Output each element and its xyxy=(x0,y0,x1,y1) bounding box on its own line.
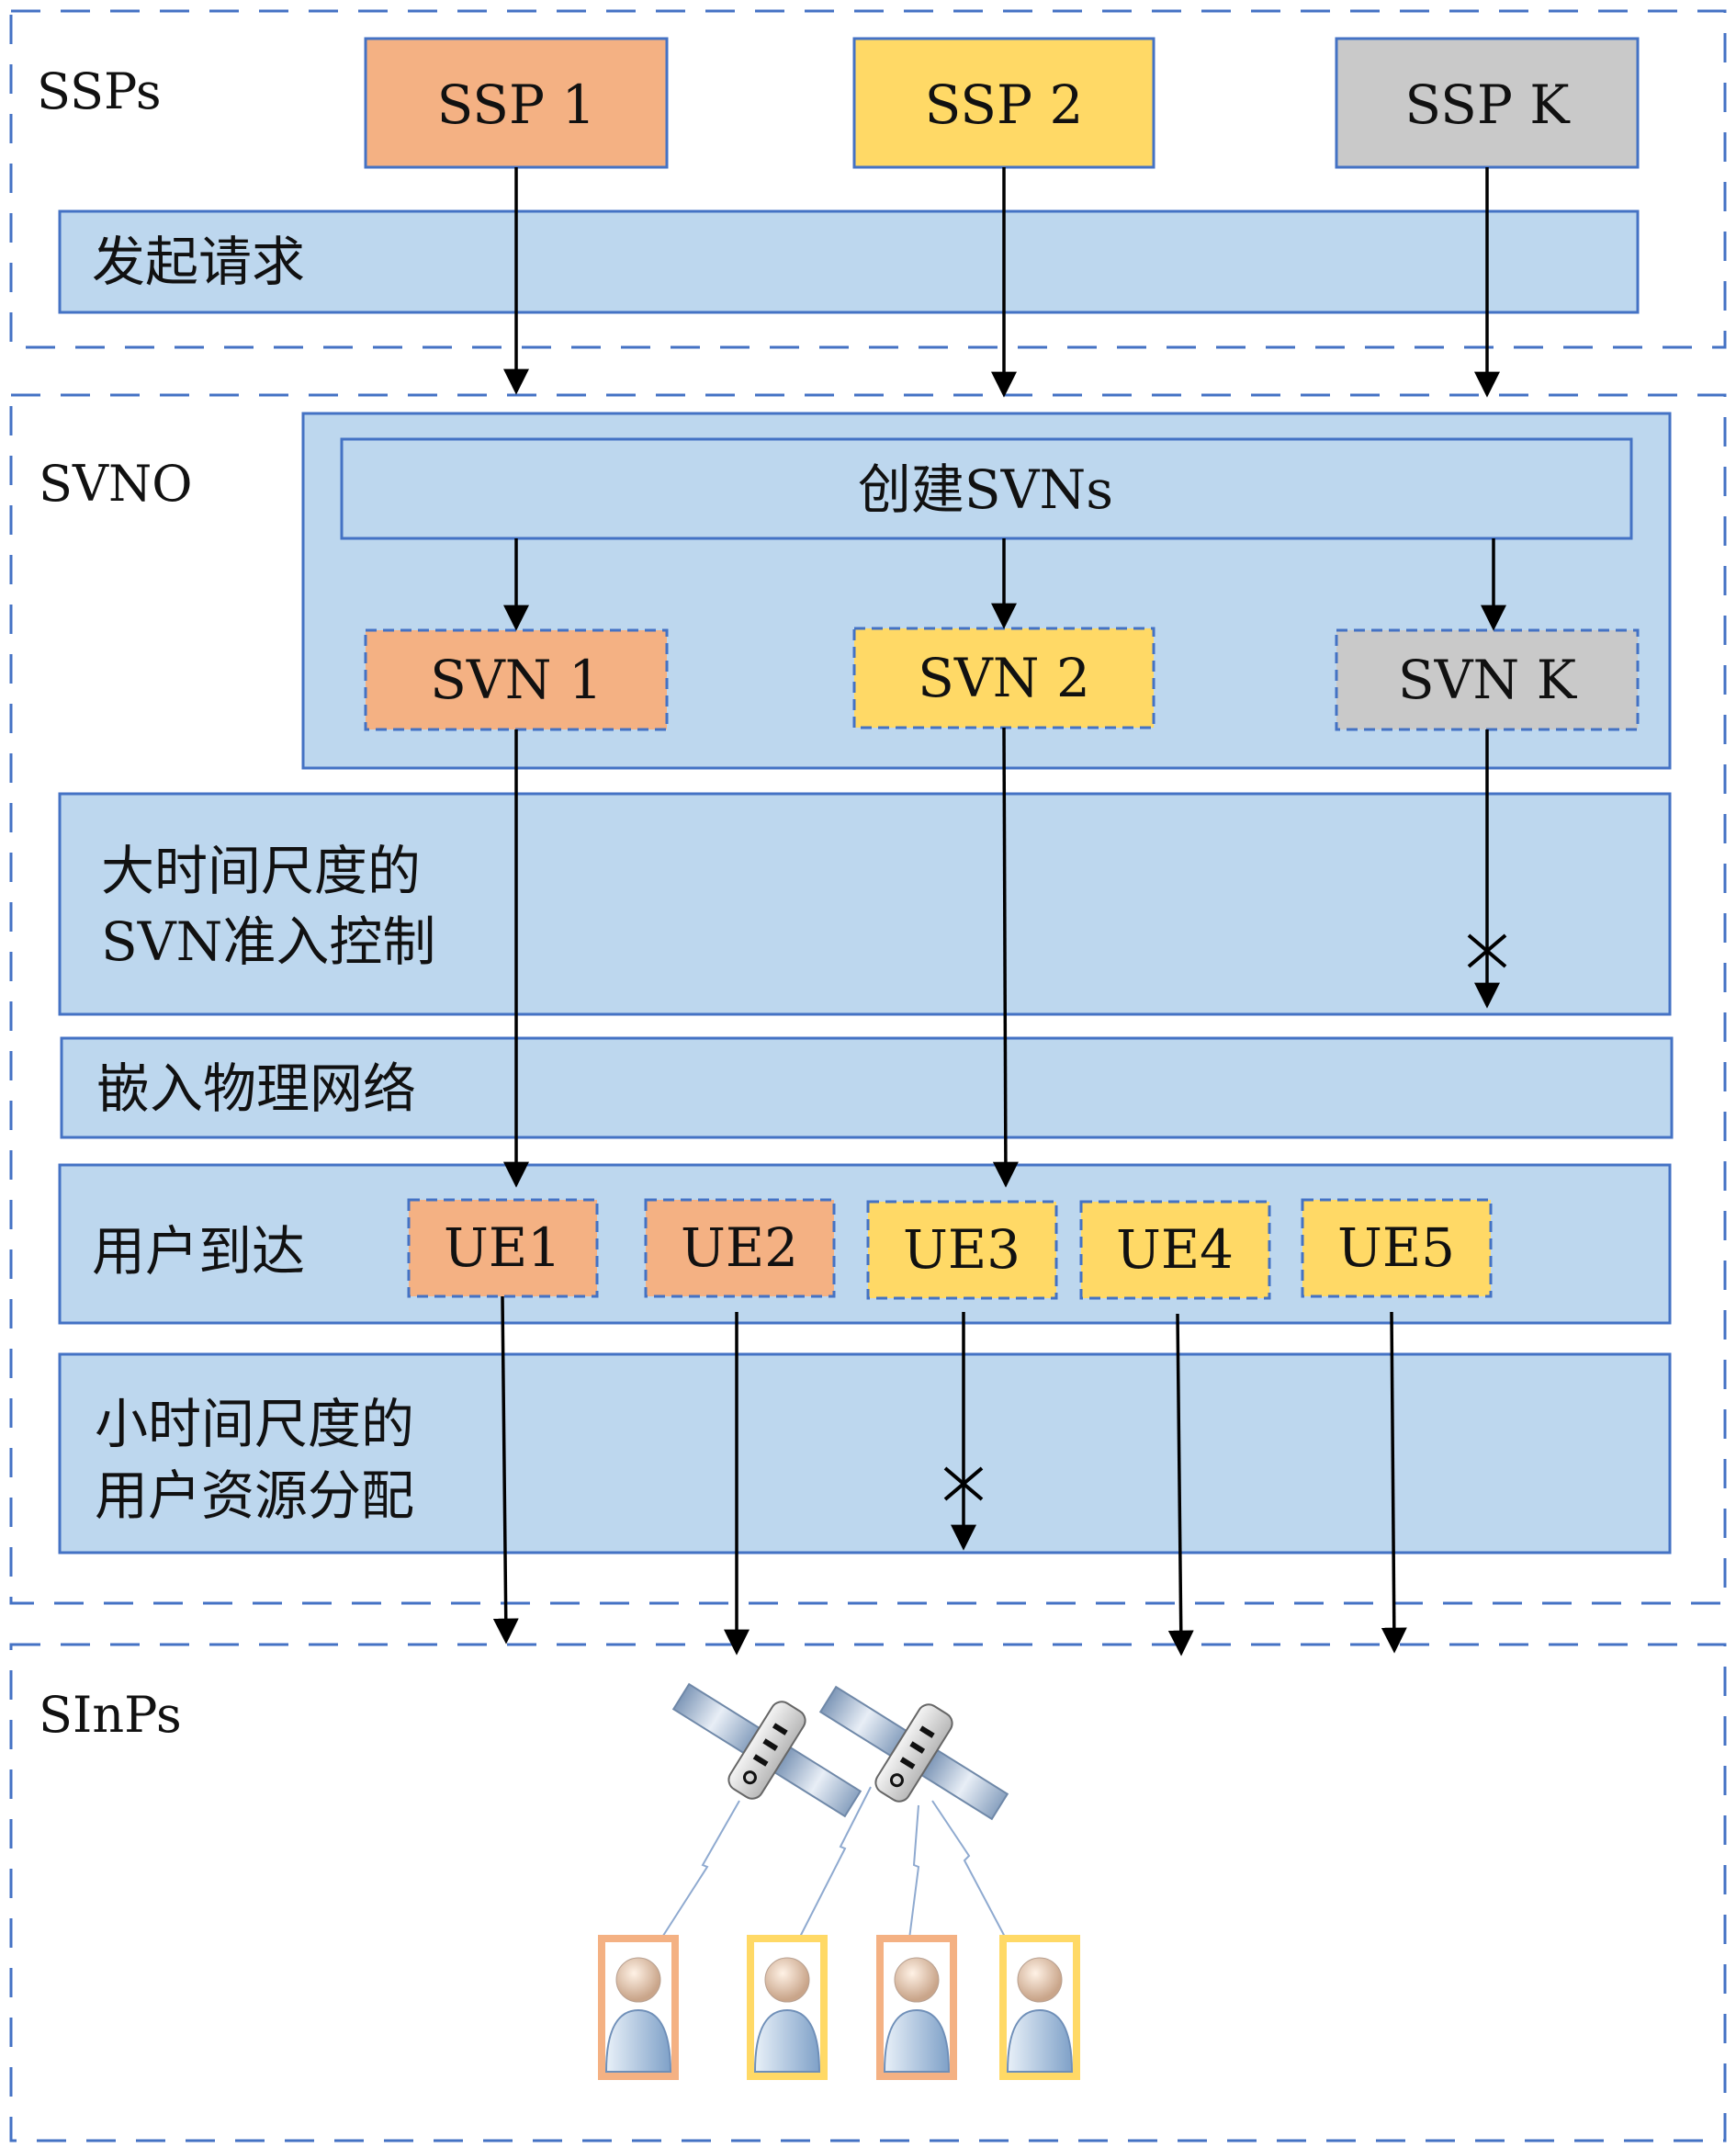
user-icon xyxy=(876,1935,957,2080)
embed-network-bar xyxy=(60,1036,1674,1139)
ue-box-3 xyxy=(866,1200,1058,1300)
ssps-section-label: SSPs xyxy=(37,62,162,120)
rejected-cross-svnk xyxy=(1467,933,1507,968)
ue-box-4 xyxy=(1079,1200,1271,1300)
ue-box-2-label: UE2 xyxy=(681,1216,798,1279)
create-svns-bar xyxy=(340,437,1633,540)
admission-control-label-line1: 大时间尺度的 xyxy=(101,840,421,902)
arrow-ue1-to-sinps xyxy=(492,1295,519,1645)
user-icon xyxy=(999,1935,1080,2080)
resource-allocation-label-line1: 小时间尺度的 xyxy=(95,1393,414,1455)
sinps-section-frame xyxy=(9,1643,1727,2142)
user-icon xyxy=(747,1935,828,2080)
ssp-box-1-label: SSP 1 xyxy=(437,73,596,136)
ue-box-2 xyxy=(644,1198,836,1298)
user-icon xyxy=(598,1935,679,2080)
arrow-svn2-to-ue3 xyxy=(992,727,1019,1188)
resource-allocation-label-line2: 用户资源分配 xyxy=(95,1464,414,1527)
ssps-section-frame xyxy=(9,9,1727,349)
ue-box-3-label: UE3 xyxy=(903,1218,1020,1281)
satellite-icon xyxy=(818,1685,1009,1821)
ue-box-5 xyxy=(1301,1198,1493,1298)
user-arrival-label: 用户到达 xyxy=(92,1220,305,1283)
request-step-label: 发起请求 xyxy=(92,231,305,293)
ue-box-1 xyxy=(407,1198,599,1298)
svn-box-1 xyxy=(364,628,669,731)
sinps-section-label: SInPs xyxy=(39,1686,182,1744)
svn-box-1-label: SVN 1 xyxy=(430,649,603,711)
ssp-box-2-label: SSP 2 xyxy=(925,73,1084,136)
svn-box-k-label: SVN K xyxy=(1398,649,1578,711)
arrow-ue4-to-sinps xyxy=(1167,1313,1194,1656)
embed-network-label: 嵌入物理网络 xyxy=(96,1057,416,1120)
svn-box-2-label: SVN 2 xyxy=(918,647,1090,709)
ue-box-4-label: UE4 xyxy=(1116,1218,1234,1281)
ssp-box-1 xyxy=(364,37,669,169)
create-svns-label: 创建SVNs xyxy=(858,458,1113,521)
resource-allocation-bar xyxy=(58,1352,1672,1554)
rejected-cross-ue3 xyxy=(943,1466,984,1501)
admission-control-label-line2: SVN准入控制 xyxy=(101,910,435,973)
ue-box-1-label: UE1 xyxy=(444,1216,561,1279)
ue-box-5-label: UE5 xyxy=(1337,1216,1455,1279)
svno-section-label: SVNO xyxy=(39,455,193,513)
ssp-box-k-label: SSP K xyxy=(1404,73,1571,136)
arrow-ue5-to-sinps xyxy=(1381,1311,1407,1654)
admission-control-bar xyxy=(58,792,1672,1016)
request-step-bar xyxy=(58,209,1640,314)
satellite-icon xyxy=(671,1682,862,1818)
ssp-box-k xyxy=(1335,37,1640,169)
ssp-box-2 xyxy=(852,37,1155,169)
wireless-links xyxy=(660,1786,1007,1939)
svno-section-frame xyxy=(9,393,1727,1605)
